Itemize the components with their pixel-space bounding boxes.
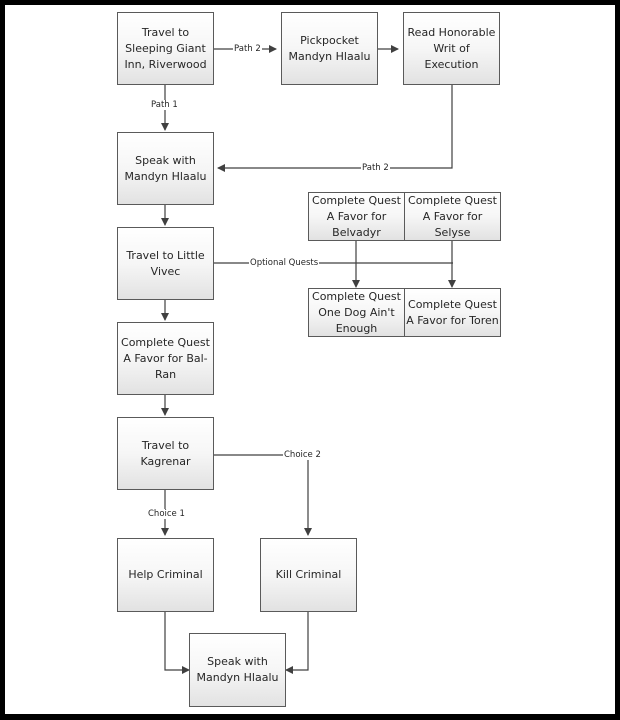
diagram-canvas: Travel to Sleeping Giant Inn, Riverwood … — [5, 5, 615, 714]
edge-kagrenar-kill — [213, 454, 312, 536]
node-read-writ: Read Honorable Writ of Execution — [403, 12, 500, 85]
node-speak-mandyn-1: Speak with Mandyn Hlaalu — [117, 132, 214, 205]
node-speak-mandyn-2: Speak with Mandyn Hlaalu — [189, 633, 286, 707]
edge-label-optional-quests: Optional Quests — [249, 258, 320, 268]
edge-label-path2-top: Path 2 — [233, 44, 262, 54]
node-travel-kagrenar: Travel to Kagrenar — [117, 417, 214, 490]
node-help-criminal: Help Criminal — [117, 538, 214, 612]
edge-label-path1: Path 1 — [150, 100, 179, 110]
node-quest-bal-ran: Complete Quest A Favor for Bal-Ran — [117, 322, 214, 395]
node-quest-selyse: Complete Quest A Favor for Selyse — [404, 192, 501, 241]
node-kill-criminal: Kill Criminal — [260, 538, 357, 612]
edge-label-path2-return: Path 2 — [361, 163, 390, 173]
edge-kill-speak2 — [285, 611, 309, 674]
edge-readwrit-speak — [217, 84, 453, 172]
node-travel-riverwood: Travel to Sleeping Giant Inn, Riverwood — [117, 12, 214, 85]
edge-label-choice2: Choice 2 — [283, 450, 322, 460]
edge-label-choice1: Choice 1 — [147, 509, 186, 519]
edge-help-speak2 — [164, 611, 190, 674]
node-quest-belvadyr: Complete Quest A Favor for Belvadyr — [308, 192, 405, 241]
node-pickpocket: Pickpocket Mandyn Hlaalu — [281, 12, 378, 85]
node-quest-one-dog: Complete Quest One Dog Ain't Enough — [308, 288, 405, 337]
node-travel-little-vivec: Travel to Little Vivec — [117, 227, 214, 300]
node-quest-toren: Complete Quest A Favor for Toren — [404, 288, 501, 337]
